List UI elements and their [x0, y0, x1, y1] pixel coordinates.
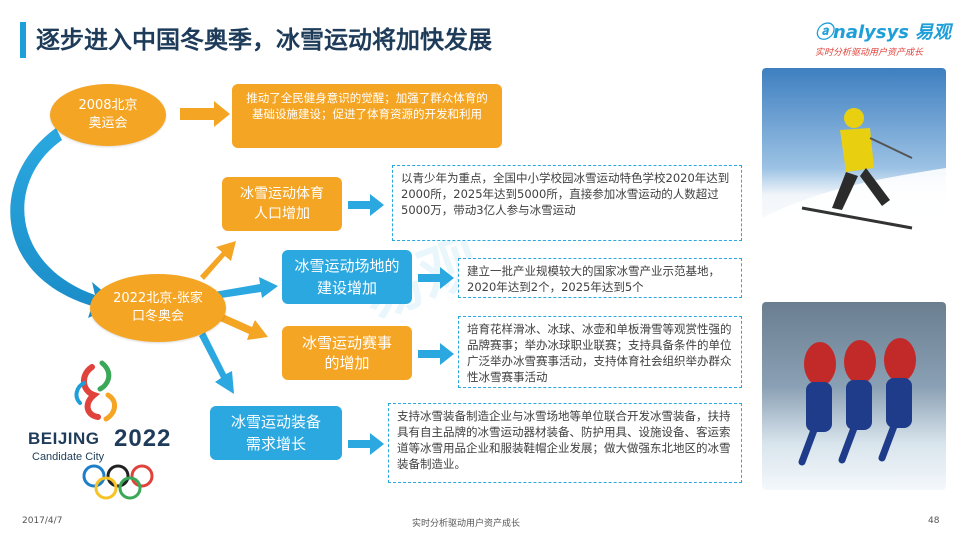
arrow-equipment-desc: [348, 433, 384, 455]
logo-tagline: 实时分析驱动用户资产成长: [815, 48, 924, 58]
logo-brand: nalysys: [833, 22, 910, 43]
title-accent-bar: [20, 22, 26, 58]
desc-venues: 建立一批产业规模较大的国家冰雪产业示范基地，2020年达到2个，2025年达到5…: [458, 258, 742, 298]
footer-date: 2017/4/7: [22, 516, 63, 526]
initiative-equipment-label: 冰雪运动装备需求增长: [230, 413, 321, 453]
milestone-2022: 2022北京-张家口冬奥会: [90, 274, 226, 342]
initiative-events: 冰雪运动赛事的增加: [282, 326, 412, 380]
arrow-to-events: [211, 310, 268, 340]
milestone-2008: 2008北京奥运会: [50, 84, 166, 146]
milestone-2022-label: 2022北京-张家口冬奥会: [113, 291, 203, 324]
logo-a-mark: ⓐ: [815, 22, 833, 43]
skier-figure-icon: [762, 108, 946, 250]
beijing-emblem-icon: [74, 360, 117, 422]
arrow-population-desc: [348, 194, 384, 216]
initiative-population: 冰雪运动体育人口增加: [222, 177, 342, 231]
initiative-events-label: 冰雪运动赛事的增加: [301, 334, 392, 372]
logo-brand-cn: 易观: [915, 22, 952, 43]
logo-year: 2022: [114, 425, 172, 452]
desc-population: 以青少年为重点，全国中小学校园冰雪运动特色学校2020年达到2000所，2025…: [392, 165, 742, 241]
logo-city: BEIJING: [28, 429, 100, 448]
olympic-rings-icon: [82, 464, 154, 500]
speed-skaters-photo: [762, 302, 946, 490]
beijing-2022-logo: BEIJING 2022 Candidate City: [22, 355, 192, 505]
page-title: 逐步进入中国冬奥季，冰雪运动将加快发展: [36, 26, 492, 54]
impact-2008-box: 推动了全民健身意识的觉醒；加强了群众体育的基础设施建设；促进了体育资源的开发和利…: [232, 84, 502, 148]
arrow-to-equipment: [199, 332, 234, 394]
desc-equipment: 支持冰雪装备制造企业与冰雪场地等单位联合开发冰雪装备，扶持具有自主品牌的冰雪运动…: [388, 403, 742, 483]
initiative-equipment: 冰雪运动装备需求增长: [210, 406, 342, 460]
desc-events: 培育花样滑冰、冰球、冰壶和单板滑雪等观赏性强的品牌赛事；举办冰球职业联赛；支持具…: [458, 316, 742, 388]
page-number: 48: [928, 516, 940, 526]
skier-photo: [762, 68, 946, 250]
skaters-figure-icon: [798, 338, 916, 466]
logo-candidate: Candidate City: [32, 451, 105, 463]
curve-arrow: [10, 128, 118, 318]
initiative-venues-label: 冰雪运动场地的建设增加: [294, 257, 400, 297]
arrow-2008-impact: [180, 101, 230, 127]
initiative-population-label: 冰雪运动体育人口增加: [240, 186, 324, 222]
arrow-events-desc: [418, 343, 454, 365]
arrow-to-population: [200, 241, 236, 280]
arrow-venues-desc: [418, 267, 454, 289]
arrow-to-venues: [214, 277, 278, 299]
milestone-2008-label: 2008北京奥运会: [78, 98, 138, 131]
initiative-venues: 冰雪运动场地的建设增加: [282, 250, 412, 304]
footer-tagline: 实时分析驱动用户资产成长: [412, 519, 521, 529]
